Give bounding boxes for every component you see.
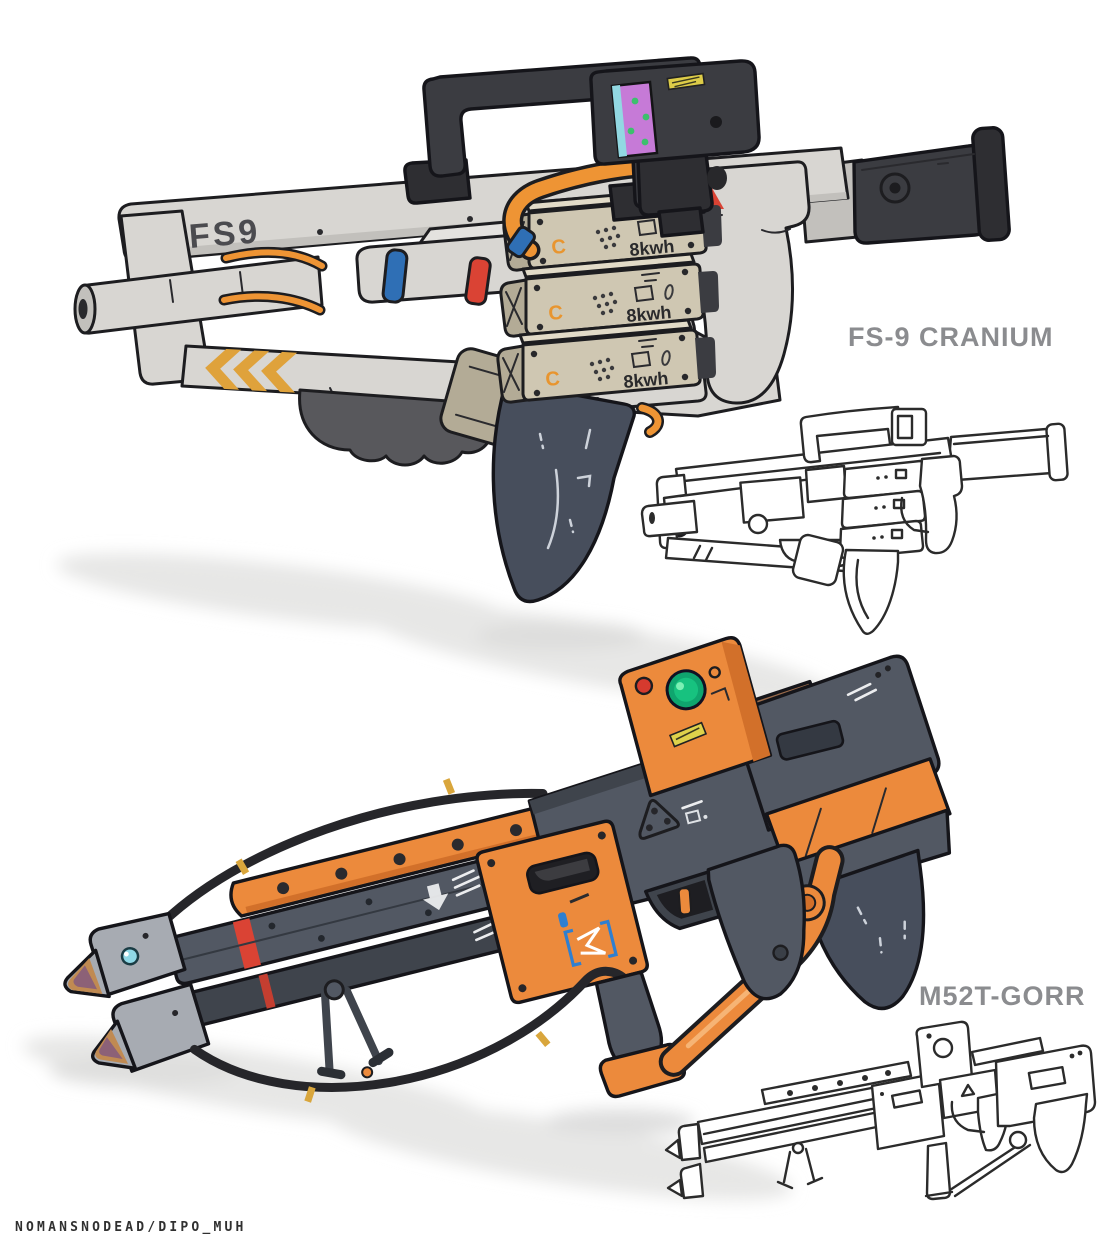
plank-knobs [277, 824, 522, 895]
weapon-m52t-gorr [63, 636, 952, 1103]
sketch-batteries [838, 459, 929, 560]
bipod [317, 979, 394, 1080]
warning-label [666, 72, 706, 91]
line-art-m52t [664, 1020, 1097, 1201]
blue-tick [558, 912, 569, 928]
blue-bracket-glyph [563, 919, 619, 968]
warning-label [668, 721, 708, 748]
trigger [677, 887, 693, 916]
sight-screen-edge [612, 85, 627, 157]
artist-signature: NOMANSNODEAD/DIPO_MUH [15, 1220, 247, 1235]
front-hoses [218, 246, 328, 316]
weapon-label-m52t-gorr: M52T-GORR [919, 981, 1086, 1011]
chevron-stripes [205, 348, 298, 393]
red-ring-fitting [464, 256, 492, 306]
red-indicator [634, 676, 654, 696]
holo-sight [589, 59, 761, 238]
vertical-grip [594, 970, 686, 1099]
barrel [73, 255, 324, 335]
muzzle-jaws [63, 911, 211, 1073]
muzzle-bore [78, 299, 88, 319]
magazine [491, 381, 636, 604]
sight-tower [618, 636, 773, 798]
stock-tube [852, 126, 1011, 245]
top-cable [151, 788, 548, 934]
sight-reticle-dots [627, 97, 650, 146]
cable-blue-fitting [506, 225, 536, 259]
arrow-marking [423, 883, 449, 911]
blue-ring-fitting [381, 248, 409, 304]
orange-hook [638, 404, 662, 436]
weapon-fs9-cranium: FS9 [73, 56, 1011, 604]
line-art-fs9 [640, 405, 1069, 635]
bottom-cable [189, 966, 632, 1092]
pistol-grip [643, 843, 806, 1001]
weapon-label-fs9-cranium: FS-9 CRANIUM [848, 322, 1054, 352]
mag-box [475, 819, 649, 1005]
